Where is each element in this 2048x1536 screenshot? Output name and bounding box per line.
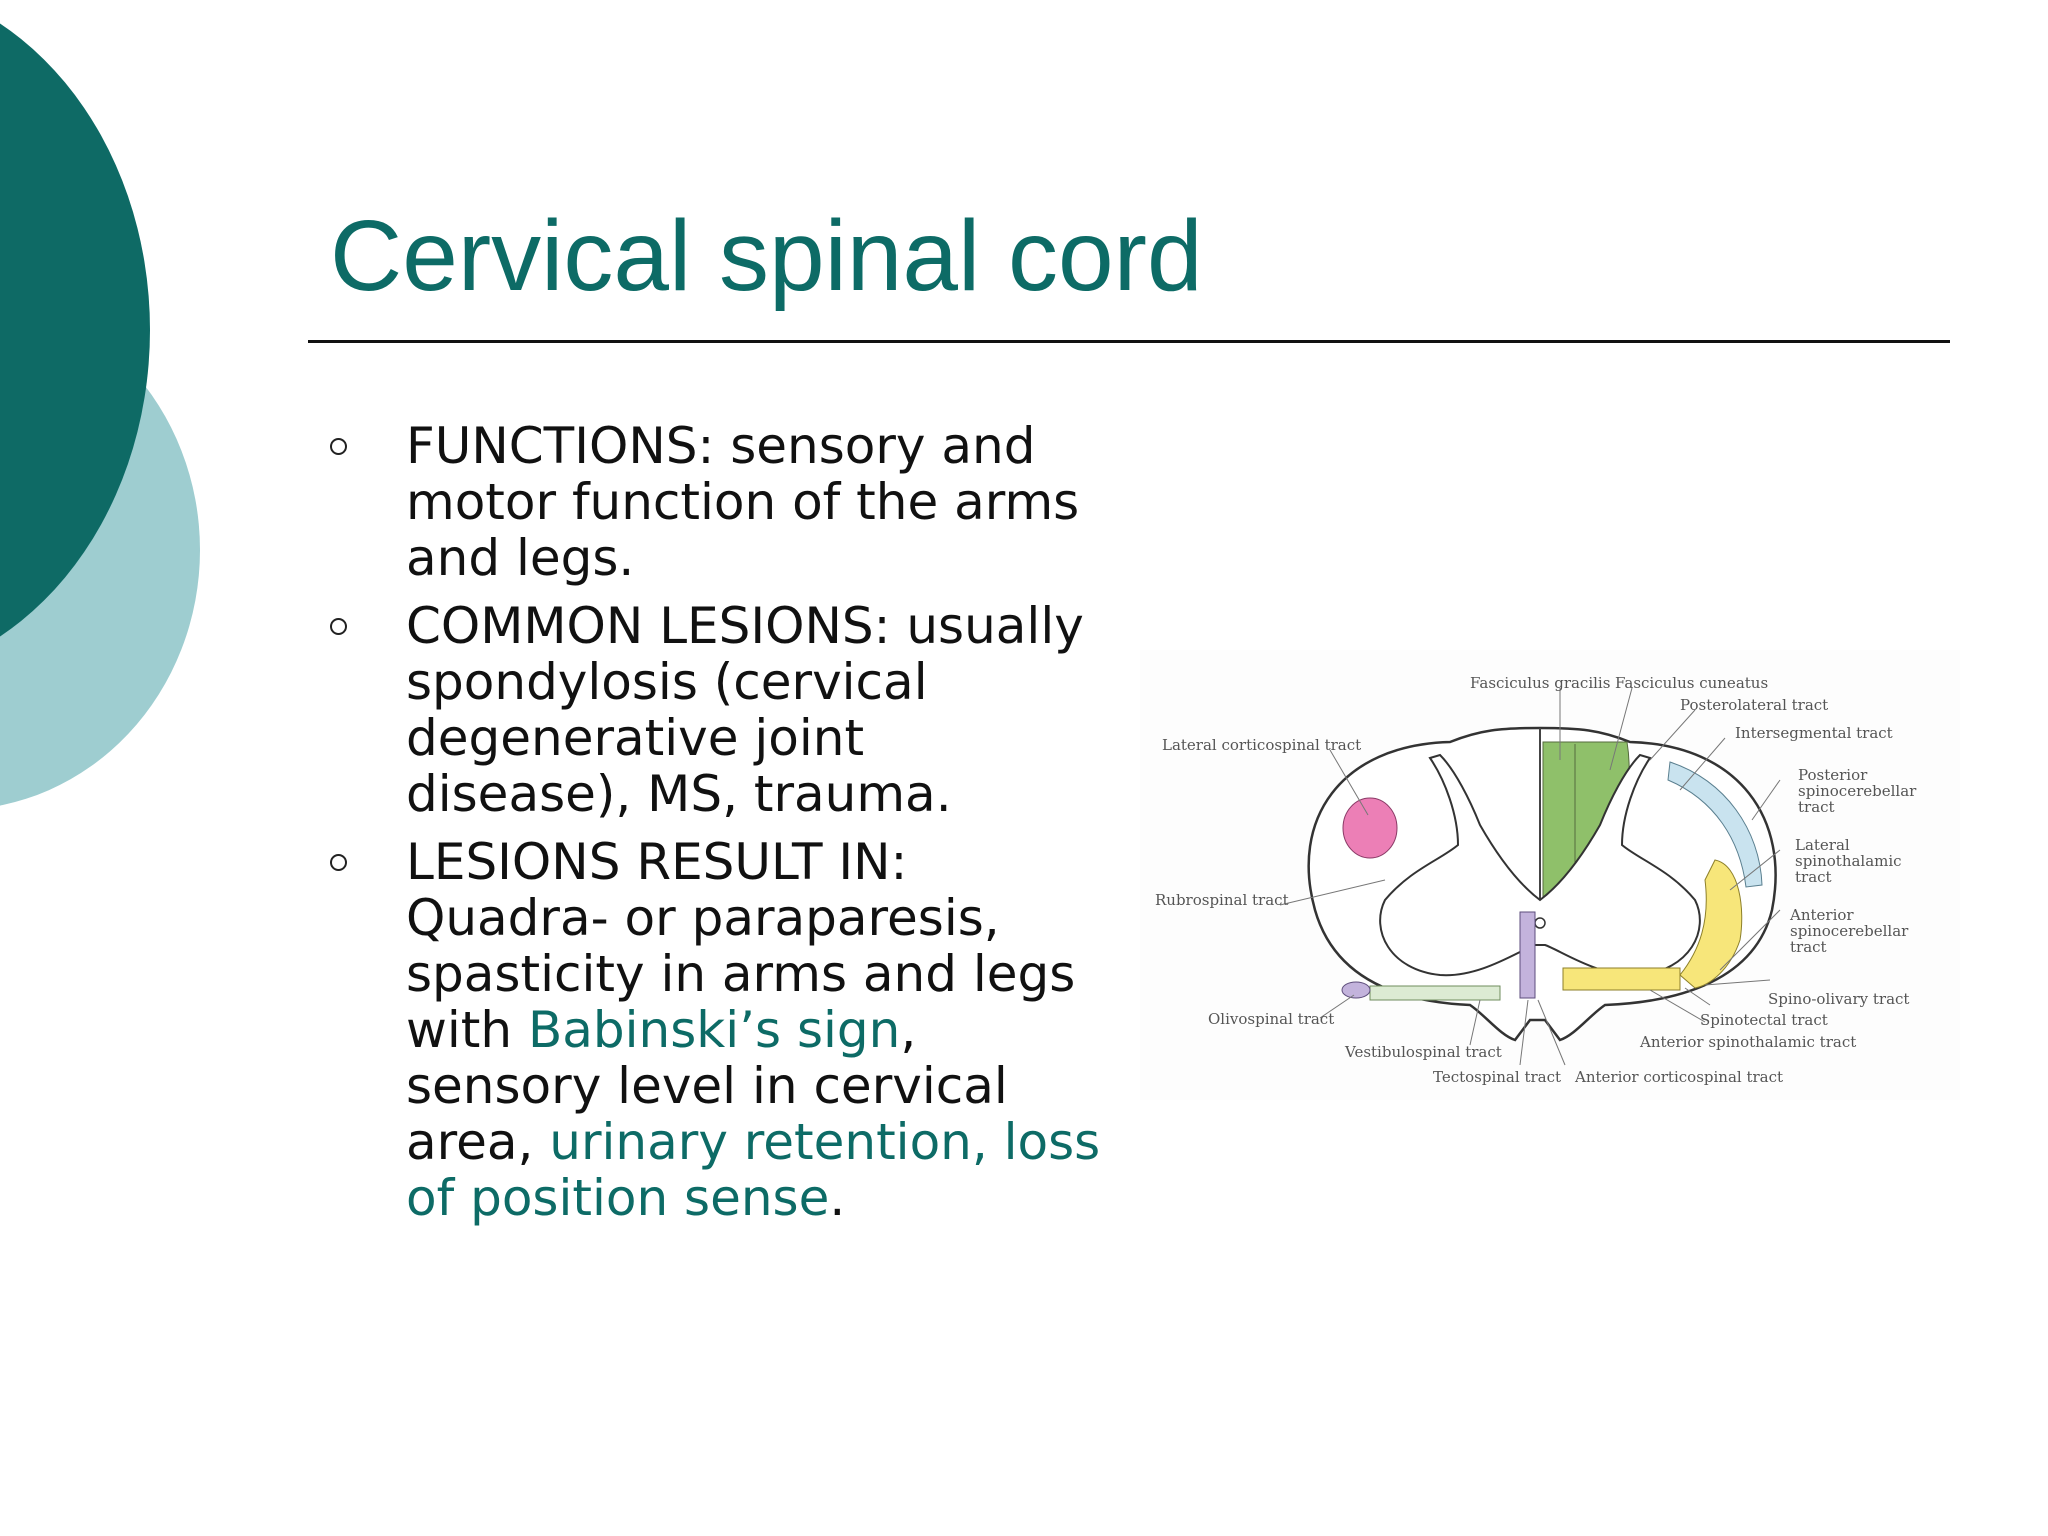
slide-title: Cervical spinal cord xyxy=(330,200,1203,312)
label-posterior-spinocerebellar-line1: Posterior xyxy=(1798,766,1868,784)
label-posterolateral-tract: Posterolateral tract xyxy=(1680,696,1828,714)
label-rubrospinal: Rubrospinal tract xyxy=(1155,891,1289,909)
bullet-functions: FUNCTIONS: sensory and motor function of… xyxy=(325,418,1105,586)
bullet-text: , sensory level in cervical area, xyxy=(406,1001,1008,1171)
bullet-text: LESIONS RESULT IN: Quadra- or paraparesi… xyxy=(406,833,1076,1059)
bullet-common-lesions: COMMON LESIONS: usually spondylosis (cer… xyxy=(325,598,1105,822)
label-intersegmental-tract: Intersegmental tract xyxy=(1735,724,1893,742)
label-lateral-spinothalamic-line2: spinothalamic xyxy=(1795,852,1902,870)
bullet-circle-icon xyxy=(330,438,347,455)
label-spino-olivary: Spino-olivary tract xyxy=(1768,990,1909,1008)
label-anterior-spinothalamic: Anterior spinothalamic tract xyxy=(1639,1033,1856,1051)
label-anterior-spinocerebellar-line2: spinocerebellar xyxy=(1790,922,1909,940)
babinski-sign-text: Babinski’s sign xyxy=(527,1001,901,1059)
central-canal xyxy=(1534,917,1546,929)
label-posterior-spinocerebellar-line3: tract xyxy=(1798,798,1835,816)
bullet-text: COMMON LESIONS: usually spondylosis (cer… xyxy=(406,597,1084,823)
label-tectospinal: Tectospinal tract xyxy=(1433,1068,1561,1086)
bullet-lesions-result: LESIONS RESULT IN: Quadra- or paraparesi… xyxy=(325,834,1105,1226)
label-anterior-spinocerebellar-line3: tract xyxy=(1790,938,1827,956)
anterior-spinothalamic-region xyxy=(1562,967,1681,991)
lateral-corticospinal-region xyxy=(1342,797,1398,859)
label-posterior-spinocerebellar-line2: spinocerebellar xyxy=(1798,782,1917,800)
label-anterior-spinocerebellar-line1: Anterior xyxy=(1789,906,1854,924)
label-anterior-corticospinal: Anterior corticospinal tract xyxy=(1574,1068,1783,1086)
bullet-list: FUNCTIONS: sensory and motor function of… xyxy=(325,418,1105,1238)
label-spinotectal: Spinotectal tract xyxy=(1700,1011,1828,1029)
bullet-text: FUNCTIONS: sensory and motor function of… xyxy=(406,417,1080,587)
label-lateral-spinothalamic-line1: Lateral xyxy=(1795,836,1850,854)
bullet-circle-icon xyxy=(330,618,347,635)
lateral-spinothalamic-region xyxy=(1679,859,1743,989)
bullet-text: . xyxy=(829,1169,846,1227)
olivospinal-region xyxy=(1341,981,1371,999)
title-underline xyxy=(308,340,1950,343)
anterior-corticospinal-region xyxy=(1519,911,1536,999)
posterior-spinocerebellar-region xyxy=(1667,761,1763,888)
label-fasciculus-gracilis: Fasciculus gracilis xyxy=(1470,674,1610,692)
label-lateral-spinothalamic-line3: tract xyxy=(1795,868,1832,886)
label-fasciculus-cuneatus: Fasciculus cuneatus xyxy=(1615,674,1768,692)
spinal-cord-diagram: Fasciculus gracilis Fasciculus cuneatus … xyxy=(1140,650,1960,1100)
spinal-cord-cross-section: Fasciculus gracilis Fasciculus cuneatus … xyxy=(1140,650,1960,1100)
label-olivospinal: Olivospinal tract xyxy=(1208,1010,1334,1028)
gray-matter xyxy=(1379,753,1701,977)
label-lateral-corticospinal: Lateral corticospinal tract xyxy=(1162,736,1361,754)
leader-lines xyxy=(1279,687,1781,1066)
label-vestibulospinal: Vestibulospinal tract xyxy=(1344,1043,1502,1061)
vestibulospinal-region xyxy=(1369,985,1501,1001)
urinary-retention-text: urinary retention, loss of position sens… xyxy=(406,1113,1101,1227)
bullet-circle-icon xyxy=(330,854,347,871)
